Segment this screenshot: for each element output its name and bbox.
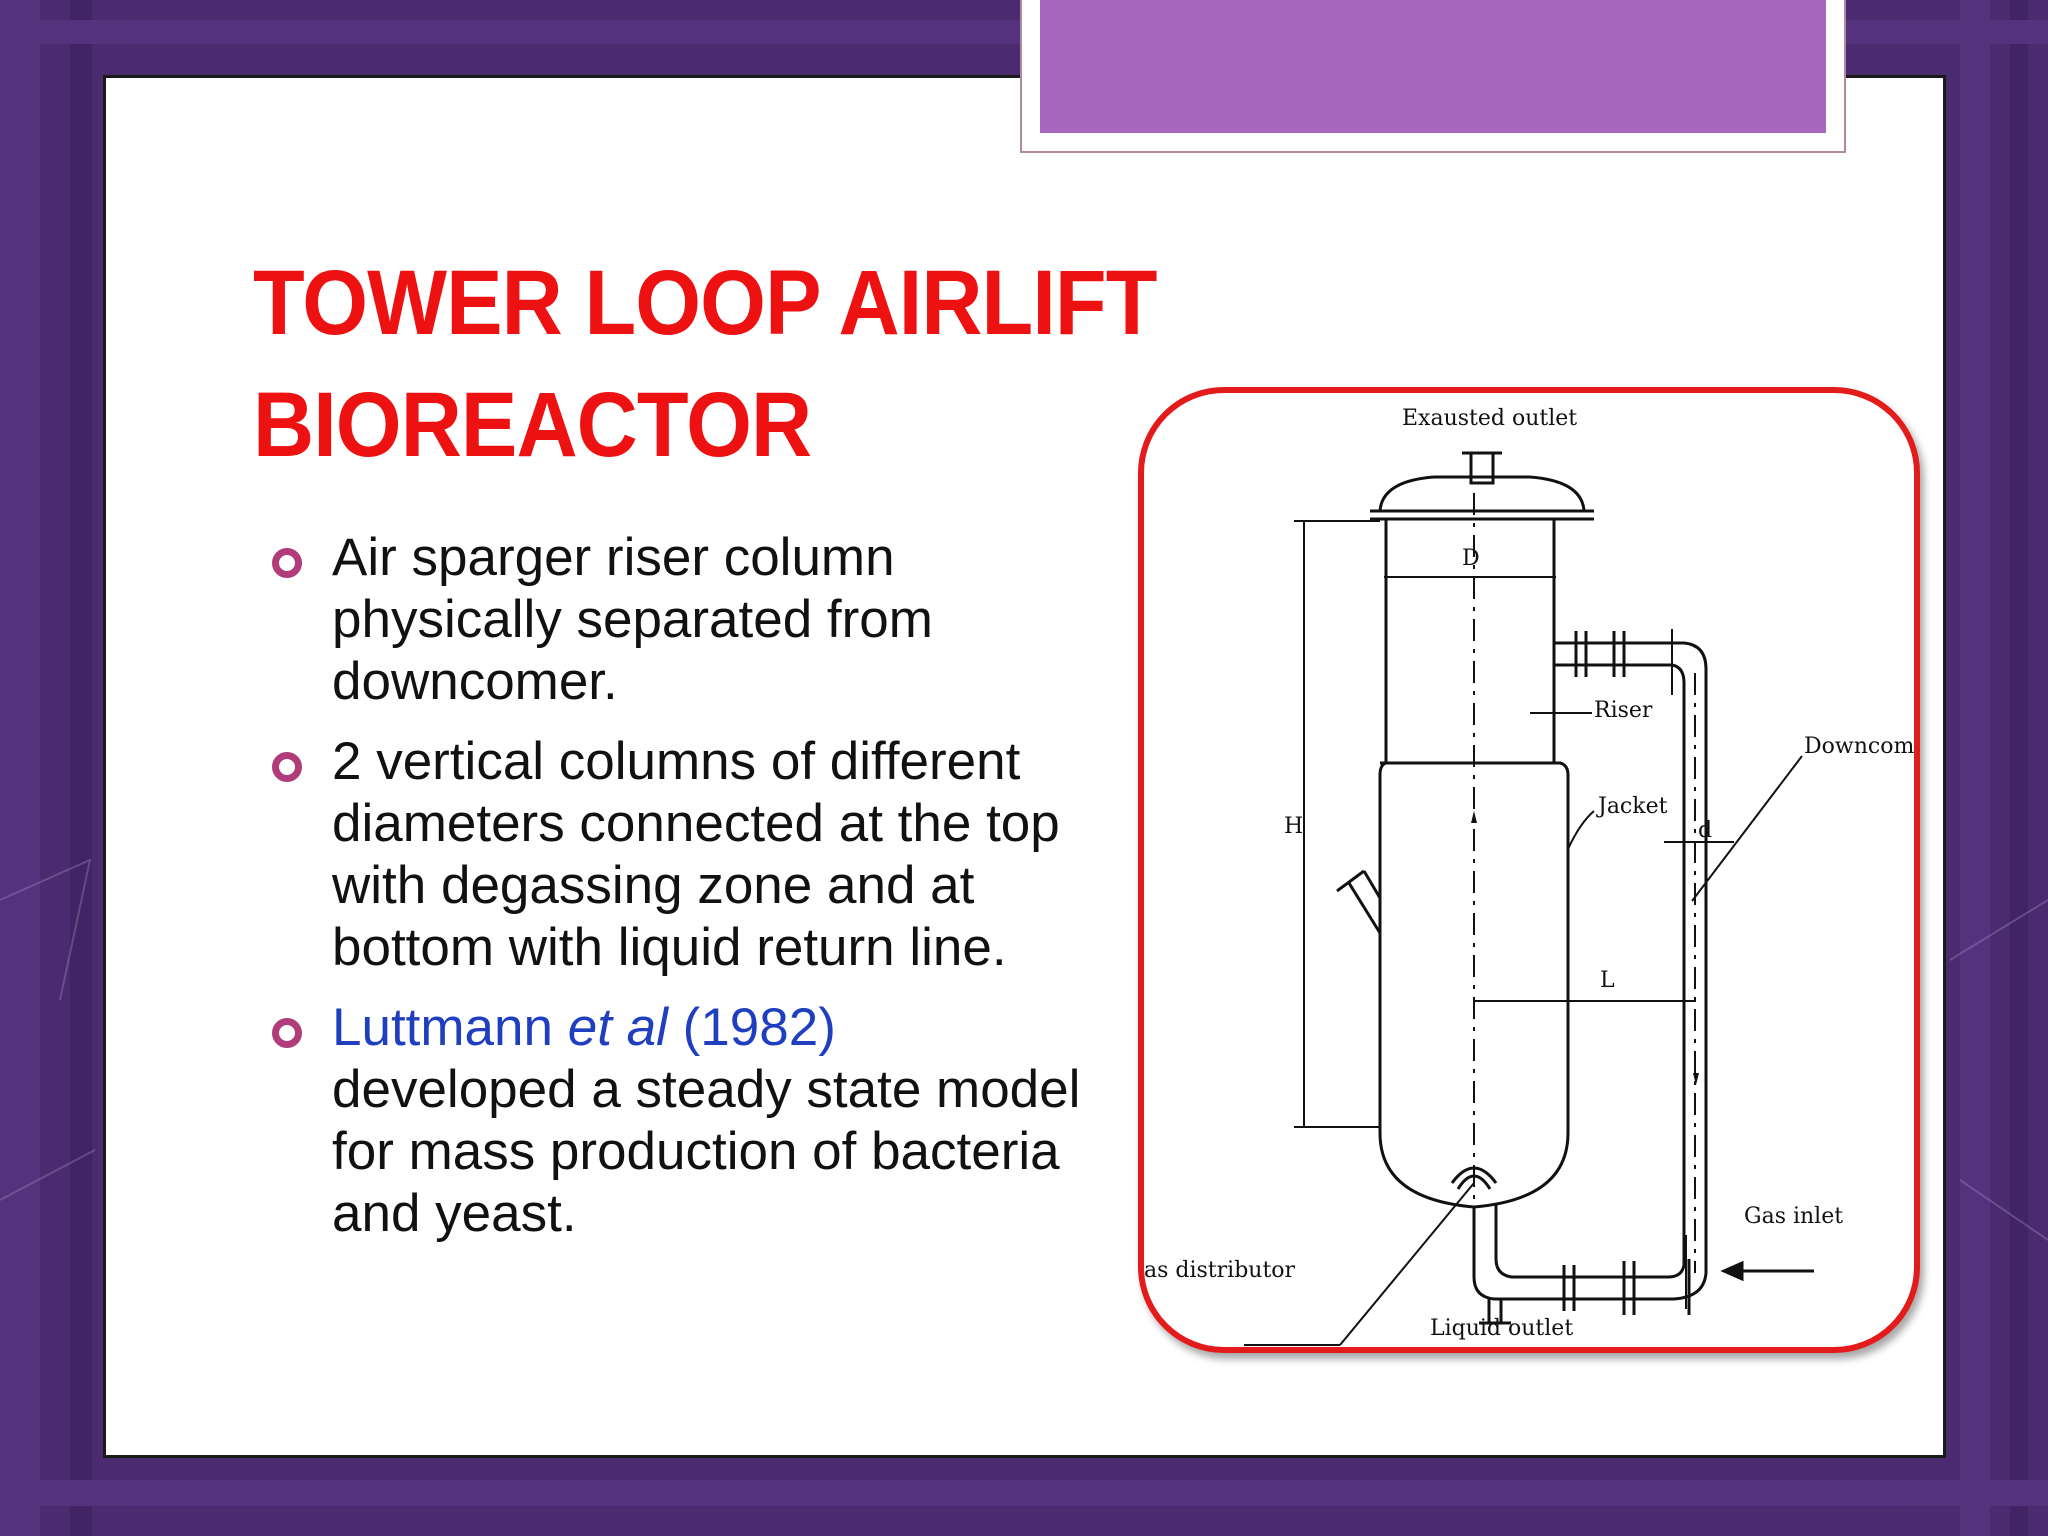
downcomer-pipe bbox=[1472, 641, 1708, 1301]
label-exhausted-outlet: Exausted outlet bbox=[1402, 406, 1577, 431]
header-tab-accent bbox=[1040, 0, 1826, 133]
bullet-text: 2 vertical columns of different diameter… bbox=[332, 732, 1060, 977]
bullet-text: developed a steady state model for mass … bbox=[332, 1060, 1081, 1243]
diagram-frame: Exausted outlet Riser Jacket Downcomer G… bbox=[1138, 387, 1920, 1353]
label-riser: Riser bbox=[1594, 698, 1653, 723]
bullet-item: Air sparger riser column physically sepa… bbox=[272, 527, 1092, 713]
label-dim-d: d bbox=[1698, 818, 1712, 843]
label-dim-L: L bbox=[1600, 968, 1615, 993]
label-gas-distributor: as distributor bbox=[1144, 1258, 1296, 1283]
label-dim-D: D bbox=[1462, 546, 1480, 571]
title-line-2: BIOREACTOR bbox=[253, 374, 812, 476]
label-dim-H: H bbox=[1284, 814, 1303, 839]
citation-name: Luttmann bbox=[332, 998, 553, 1057]
citation-etal: et al bbox=[567, 998, 668, 1057]
label-downcomer: Downcomer bbox=[1804, 734, 1914, 759]
citation-year: (1982) bbox=[682, 998, 836, 1057]
bullet-text: Air sparger riser column physically sepa… bbox=[332, 528, 933, 711]
label-jacket: Jacket bbox=[1596, 794, 1668, 819]
bullet-list: Air sparger riser column physically sepa… bbox=[272, 527, 1092, 1263]
title-line-1: TOWER LOOP AIRLIFT bbox=[253, 252, 1157, 354]
bullet-item: Luttmann et al (1982) developed a steady… bbox=[272, 997, 1092, 1245]
slide-title: TOWER LOOP AIRLIFT BIOREACTOR bbox=[253, 242, 1173, 486]
airlift-bioreactor-diagram: Exausted outlet Riser Jacket Downcomer G… bbox=[1144, 406, 1914, 1346]
ring-bullet-icon bbox=[272, 752, 302, 782]
bullet-item: 2 vertical columns of different diameter… bbox=[272, 731, 1092, 979]
jacket-vessel bbox=[1378, 761, 1570, 1209]
top-head bbox=[1378, 475, 1586, 512]
ring-bullet-icon bbox=[272, 548, 302, 578]
ring-bullet-icon bbox=[272, 1018, 302, 1048]
citation-link[interactable]: Luttmann et al (1982) bbox=[332, 998, 836, 1057]
label-liquid-outlet: Liquid outlet bbox=[1430, 1316, 1573, 1341]
label-gas-inlet: Gas inlet bbox=[1744, 1204, 1843, 1229]
